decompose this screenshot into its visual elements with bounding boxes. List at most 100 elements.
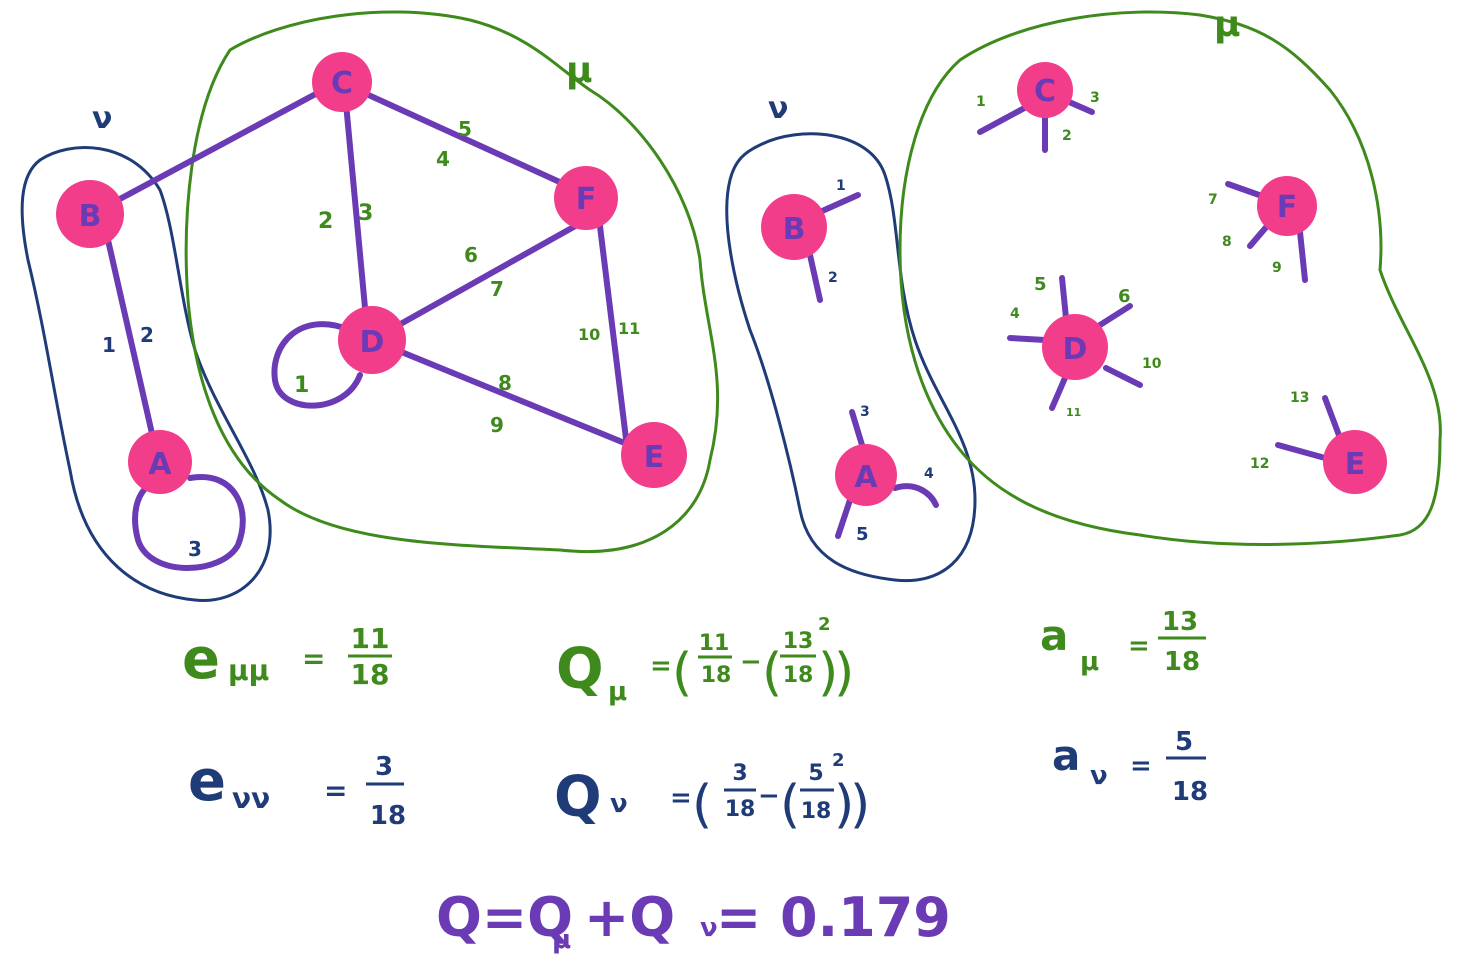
- right-group-mu-outline: [898, 10, 1442, 546]
- svg-text:(: (: [692, 775, 712, 835]
- svg-text:=: =: [324, 774, 347, 807]
- stub-label: 6: [1118, 286, 1131, 307]
- edge-label: 3: [358, 201, 373, 226]
- svg-text:5: 5: [808, 761, 823, 786]
- stub-label: 7: [1208, 192, 1218, 208]
- node-f: [1257, 176, 1317, 236]
- svg-text:18: 18: [1164, 647, 1200, 677]
- node-c: [312, 52, 372, 112]
- node-e: [621, 422, 687, 488]
- stub-label: 2: [828, 270, 838, 286]
- stub-label: 5: [1034, 274, 1047, 295]
- right-group-nu-symbol: ν: [768, 91, 788, 126]
- svg-text:=: =: [670, 783, 692, 813]
- equations: e μμ = 11 18 e νν = 3 18 Q μ = ( 11 18 −…: [182, 607, 1208, 955]
- edge-label: 10: [578, 325, 600, 344]
- stub: [807, 252, 823, 303]
- stub-label: 8: [1222, 234, 1232, 250]
- svg-text:2: 2: [832, 750, 845, 771]
- stub: [977, 102, 1033, 135]
- equation-e-mumu: e μμ = 11 18: [182, 622, 392, 692]
- svg-text:Q: Q: [556, 637, 604, 702]
- node-e-label: E: [1345, 447, 1366, 482]
- stub-label: 1: [976, 94, 986, 110]
- left-group-mu-outline: [184, 10, 720, 553]
- svg-text:Q: Q: [554, 765, 602, 830]
- equation-a-mu: a μ = 13 18: [1040, 607, 1206, 677]
- edge-c-f: [337, 79, 589, 197]
- svg-text:): ): [818, 643, 838, 703]
- stub-label: 10: [1142, 356, 1162, 372]
- node-b-label: B: [79, 199, 102, 234]
- svg-text:): ): [850, 775, 870, 835]
- svg-text:18: 18: [351, 658, 390, 691]
- svg-text:18: 18: [801, 799, 832, 824]
- stub-label: 3: [1090, 90, 1100, 106]
- edge-d-f: [369, 217, 589, 343]
- edge-label: 1: [102, 333, 116, 357]
- equation-a-nu: a ν = 5 18: [1052, 727, 1208, 807]
- edge-label: 4: [436, 147, 450, 171]
- edge-label: 3: [188, 537, 202, 561]
- svg-text:−: −: [758, 781, 780, 811]
- svg-text:Q=Q: Q=Q: [436, 886, 573, 949]
- node-b: [56, 180, 124, 248]
- edge-label: 7: [490, 277, 504, 301]
- stub: [849, 409, 865, 448]
- svg-text:= 0.179: = 0.179: [716, 886, 951, 949]
- svg-text:(: (: [780, 775, 800, 835]
- stub-label: 9: [1272, 260, 1282, 276]
- stub: [1297, 229, 1308, 283]
- stub: [1097, 303, 1133, 328]
- stub: [1275, 442, 1328, 461]
- edge-d-loop: [271, 321, 363, 409]
- svg-text:11: 11: [699, 631, 730, 656]
- node-f-label: F: [576, 182, 597, 217]
- stub: [817, 192, 861, 215]
- edge-label: 2: [140, 323, 154, 347]
- edge-f-e: [595, 207, 631, 458]
- node-e: [1323, 430, 1387, 494]
- svg-text:+Q: +Q: [584, 886, 675, 949]
- stub-label: 4: [1010, 306, 1020, 322]
- edge-label: 6: [464, 243, 478, 267]
- node-f: [554, 166, 618, 230]
- svg-text:e: e: [182, 627, 220, 692]
- stub-label: 12: [1250, 456, 1269, 472]
- svg-text:ν: ν: [700, 913, 718, 943]
- edge-a-loop: [132, 473, 246, 571]
- node-a-label: A: [148, 447, 172, 482]
- stub-label: 5: [856, 524, 869, 545]
- left-group-mu-symbol: μ: [566, 50, 593, 91]
- left-group-nu-symbol: ν: [92, 101, 112, 136]
- svg-text:13: 13: [783, 629, 814, 654]
- stub: [835, 497, 853, 539]
- svg-text:e: e: [188, 749, 226, 814]
- stub-label: 11: [1066, 406, 1081, 419]
- svg-text:=: =: [650, 651, 672, 681]
- svg-text:μμ: μμ: [228, 654, 269, 687]
- node-c-label: C: [331, 66, 353, 101]
- node-c-label: C: [1034, 74, 1056, 109]
- svg-text:=: =: [1130, 751, 1152, 781]
- equation-q-nu: Q ν = ( 3 18 − ( 5 18 ) 2 ): [554, 750, 870, 835]
- svg-text:): ): [834, 775, 854, 835]
- stub: [1103, 365, 1143, 388]
- right-group-mu-symbol: μ: [1214, 4, 1241, 45]
- edge-c-d: [341, 79, 371, 343]
- right-group-nu-outline: [725, 132, 977, 583]
- svg-text:): ): [834, 643, 854, 703]
- node-d-label: D: [1063, 332, 1088, 367]
- svg-text:2: 2: [818, 614, 831, 635]
- edge-b-a: [105, 237, 161, 463]
- svg-text:=: =: [1128, 631, 1150, 661]
- right-graph: ν μ: [725, 4, 1442, 583]
- edge-label: 5: [458, 117, 472, 141]
- node-c: [1017, 62, 1073, 118]
- svg-text:18: 18: [783, 663, 814, 688]
- node-a-label: A: [854, 460, 878, 495]
- stub: [892, 483, 939, 508]
- node-d: [1042, 314, 1108, 380]
- stub-label: 2: [1062, 128, 1072, 144]
- stub: [1059, 275, 1069, 321]
